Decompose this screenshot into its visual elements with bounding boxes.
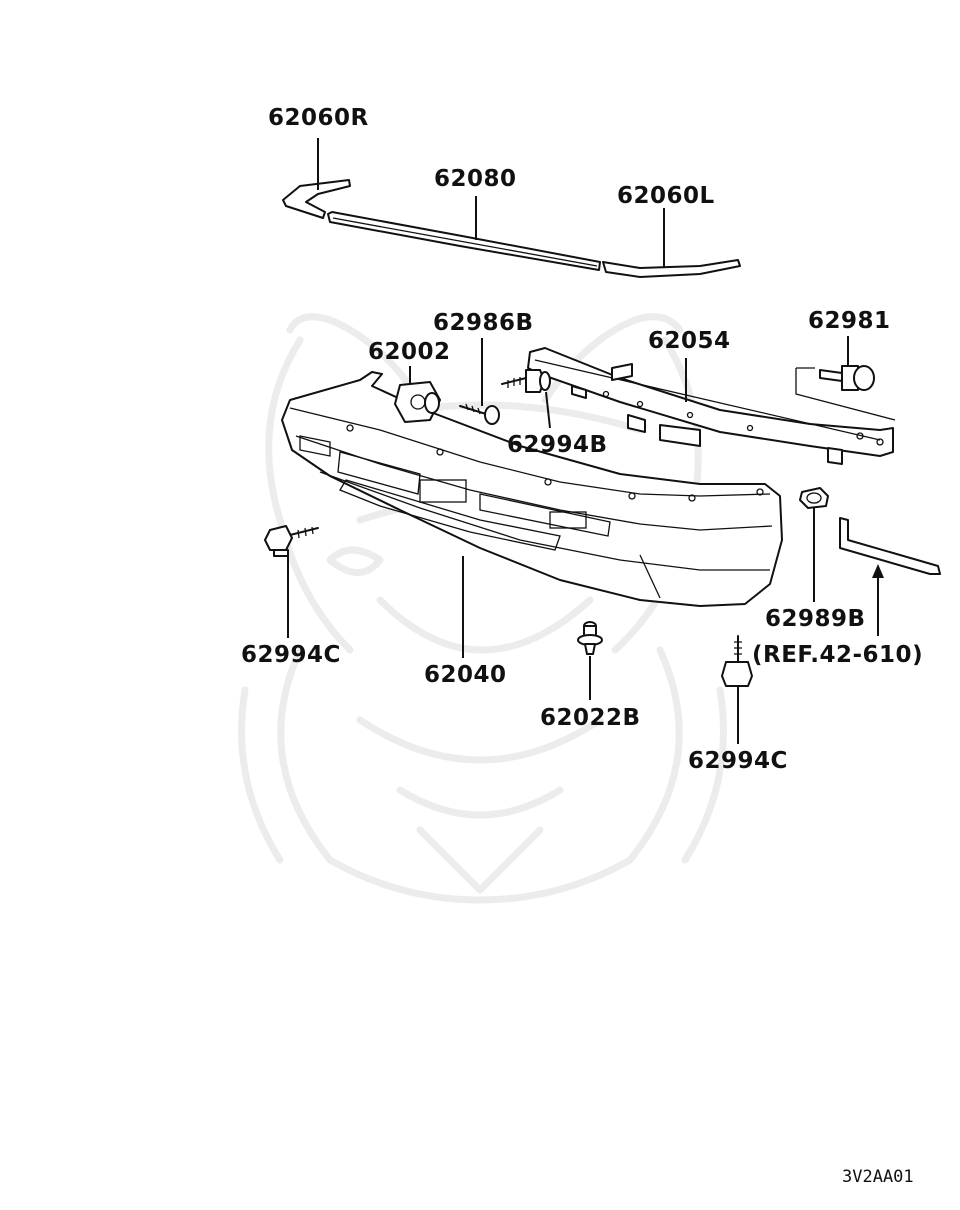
- label-62981: 62981: [808, 308, 891, 334]
- label-62994C-bottom: 62994C: [688, 748, 788, 774]
- molding-62060L-part: [602, 259, 741, 278]
- nut-62989B-part: [799, 487, 829, 509]
- screw-62986B-part: [459, 403, 500, 425]
- label-62002: 62002: [368, 339, 451, 365]
- label-62986B: 62986B: [433, 310, 534, 336]
- bolt-62981-part: [819, 365, 875, 391]
- label-62022B: 62022B: [540, 705, 641, 731]
- label-62080: 62080: [434, 166, 517, 192]
- bumper-cover-62040-part: [281, 371, 783, 607]
- label-62060R: 62060R: [268, 105, 369, 131]
- label-62989B: 62989B: [765, 606, 866, 632]
- label-62994B: 62994B: [507, 432, 608, 458]
- bolt-62994C-bottom-part: [721, 635, 753, 687]
- label-62054: 62054: [648, 328, 731, 354]
- leader-lines: [287, 138, 884, 744]
- reinforcement-62054-part: [527, 347, 894, 465]
- bolt-62994B-part: [501, 369, 551, 393]
- diagram-code: 3V2AA01: [842, 1167, 914, 1187]
- label-62060L: 62060L: [617, 183, 715, 209]
- molding-62060R-part: [282, 179, 351, 219]
- stay-62002-part: [394, 381, 441, 423]
- bracket-ref-42-610-part: [839, 517, 941, 575]
- label-62994C-left: 62994C: [241, 642, 341, 668]
- molding-62080-part: [327, 211, 601, 271]
- bracket-62981-outline: [795, 367, 896, 421]
- label-ref-42-610: (REF.42-610): [752, 642, 923, 668]
- clip-62022B-part: [577, 621, 603, 655]
- label-62040: 62040: [424, 662, 507, 688]
